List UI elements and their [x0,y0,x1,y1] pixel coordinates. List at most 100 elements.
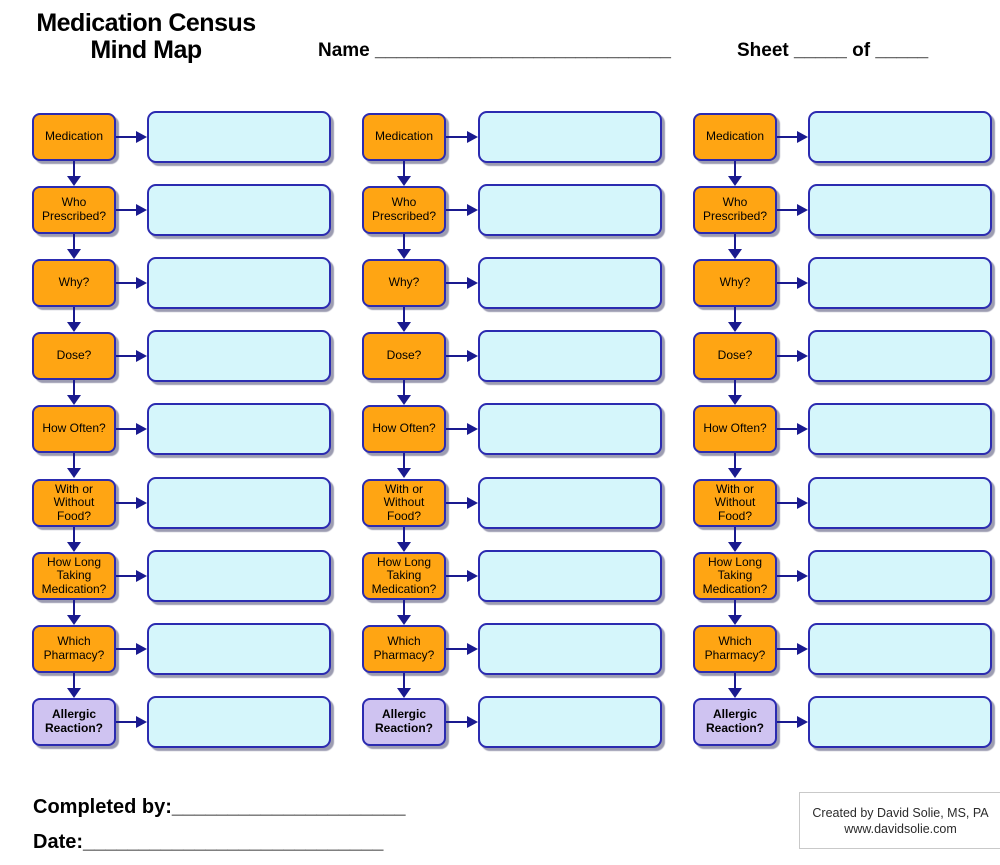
arrow-head [136,277,147,289]
arrow-shaft [73,453,75,470]
answer-with-or-without-food-col1[interactable] [147,477,331,529]
answer-allergic-reaction-col1[interactable] [147,696,331,748]
node-allergic-reaction-col3: Allergic Reaction? [693,698,777,746]
name-field-group: Name ____________________________ [318,40,671,62]
answer-medication-col2[interactable] [478,111,662,163]
arrow-head [467,716,478,728]
answer-dose-col3[interactable] [808,330,992,382]
completed-by-blank-line[interactable]: _____________________ [171,796,406,818]
node-with-or-without-food-col2: With or Without Food? [362,479,446,527]
arrow-head [728,542,742,552]
node-label: How Long Taking Medication? [371,554,437,596]
answer-why-col2[interactable] [478,257,662,309]
answer-how-often-col3[interactable] [808,403,992,455]
arrow-down-icon [397,307,411,332]
sheet-number-blank[interactable]: _____ [794,40,847,61]
answer-which-pharmacy-col1[interactable] [147,623,331,675]
node-label: How Long Taking Medication? [702,554,768,596]
arrow-down-icon [67,527,81,552]
arrow-head [67,468,81,478]
arrow-shaft [777,648,799,650]
credit-line-2: www.davidsolie.com [844,821,957,836]
arrow-shaft [403,307,405,324]
answer-why-col1[interactable] [147,257,331,309]
node-medication-col3: Medication [693,113,777,161]
node-label: Dose? [386,348,422,363]
arrow-down-icon [397,600,411,625]
arrow-head [467,277,478,289]
answer-allergic-reaction-col2[interactable] [478,696,662,748]
answer-why-col3[interactable] [808,257,992,309]
answer-who-prescribed-col3[interactable] [808,184,992,236]
node-which-pharmacy-col2: Which Pharmacy? [362,625,446,673]
answer-which-pharmacy-col2[interactable] [478,623,662,675]
arrow-head [467,423,478,435]
node-why-col2: Why? [362,259,446,307]
answer-with-or-without-food-col3[interactable] [808,477,992,529]
answer-which-pharmacy-col3[interactable] [808,623,992,675]
answer-how-often-col1[interactable] [147,403,331,455]
answer-how-long-taking-medication-col1[interactable] [147,550,331,602]
node-label: Who Prescribed? [41,195,107,223]
arrow-right-icon [777,277,808,289]
arrow-right-icon [116,204,147,216]
node-label: Why? [719,275,751,290]
answer-how-often-col2[interactable] [478,403,662,455]
node-label: How Long Taking Medication? [41,554,107,596]
date-label: Date: [33,831,84,853]
arrow-shaft [777,136,799,138]
arrow-shaft [734,673,736,690]
node-label: Allergic Reaction? [44,707,103,735]
arrow-shaft [403,600,405,617]
arrow-right-icon [446,497,478,509]
arrow-right-icon [446,350,478,362]
arrow-shaft [446,209,469,211]
arrow-shaft [446,428,469,430]
arrow-shaft [73,600,75,617]
arrow-head [397,468,411,478]
arrow-head [136,350,147,362]
node-dose-col1: Dose? [32,332,116,380]
node-dose-col2: Dose? [362,332,446,380]
arrow-head [467,131,478,143]
date-blank-line[interactable]: ___________________________ [83,831,384,853]
answer-who-prescribed-col1[interactable] [147,184,331,236]
arrow-shaft [73,380,75,397]
answer-allergic-reaction-col3[interactable] [808,696,992,748]
arrow-shaft [446,355,469,357]
arrow-head [728,688,742,698]
arrow-right-icon [777,131,808,143]
arrow-right-icon [116,277,147,289]
answer-medication-col1[interactable] [147,111,331,163]
arrow-down-icon [397,453,411,478]
sheet-total-blank[interactable]: _____ [875,40,929,61]
arrow-head [397,542,411,552]
arrow-right-icon [777,350,808,362]
credit-box: Created by David Solie, MS, PA www.david… [799,792,1000,849]
arrow-head [728,322,742,332]
node-which-pharmacy-col1: Which Pharmacy? [32,625,116,673]
node-with-or-without-food-col3: With or Without Food? [693,479,777,527]
node-why-col1: Why? [32,259,116,307]
sheet-field-group: Sheet _____ of _____ [737,40,928,62]
arrow-right-icon [116,131,147,143]
answer-how-long-taking-medication-col2[interactable] [478,550,662,602]
arrow-down-icon [728,161,742,186]
arrow-right-icon [446,570,478,582]
answer-dose-col2[interactable] [478,330,662,382]
answer-who-prescribed-col2[interactable] [478,184,662,236]
answer-medication-col3[interactable] [808,111,992,163]
arrow-head [136,643,147,655]
node-label: Medication [705,129,765,144]
answer-how-long-taking-medication-col3[interactable] [808,550,992,602]
arrow-head [67,322,81,332]
node-label: Which Pharmacy? [704,634,766,662]
answer-with-or-without-food-col2[interactable] [478,477,662,529]
name-blank-line[interactable]: ____________________________ [375,40,671,61]
arrow-shaft [734,600,736,617]
arrow-shaft [403,453,405,470]
arrow-shaft [446,502,469,504]
page-title: Medication Census Mind Map [28,10,264,64]
answer-dose-col1[interactable] [147,330,331,382]
node-how-often-col2: How Often? [362,405,446,453]
